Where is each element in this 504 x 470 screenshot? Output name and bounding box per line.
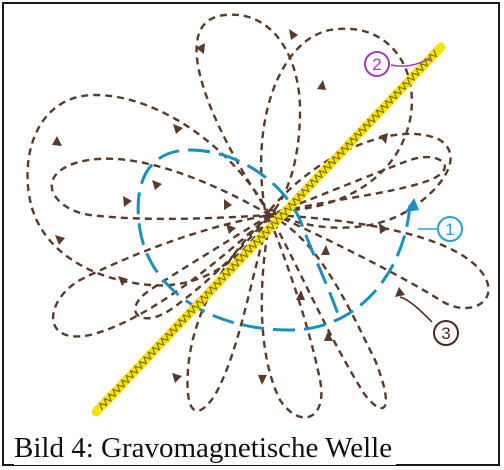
arrow-10 [226, 224, 236, 234]
arrow-19 [123, 196, 132, 207]
arrow-14 [395, 287, 405, 297]
arrow-3 [173, 124, 183, 134]
brown-arrowheads [52, 29, 405, 385]
arrow-18 [296, 290, 305, 300]
marker-1-circle [437, 216, 463, 242]
arrow-8 [152, 180, 162, 190]
marker-2-leader [390, 57, 431, 67]
brown-loop-3 [195, 13, 302, 216]
figure-frame [2, 2, 500, 466]
arrow-11 [118, 276, 128, 286]
arrow-13 [379, 223, 388, 234]
blue-loop-path [136, 148, 412, 332]
brown-loop-11 [133, 213, 271, 320]
arrow-17 [258, 375, 267, 385]
brown-loop-8 [186, 214, 272, 412]
arrow-4 [317, 80, 326, 90]
beam-wave-line [98, 49, 438, 411]
marker-3-label: 3 [441, 324, 450, 343]
brown-loop-6 [268, 213, 388, 410]
marker-2-circle [364, 51, 390, 77]
arrow-16 [172, 373, 182, 383]
wave-beam [91, 42, 446, 417]
arrow-2 [196, 43, 205, 54]
marker-2-label: 2 [372, 55, 381, 74]
marker-2: 2 [364, 51, 431, 77]
marker-3: 3 [399, 296, 459, 346]
marker-1: 1 [418, 216, 463, 242]
brown-loop-2 [259, 27, 414, 212]
marker-3-leader [399, 296, 433, 323]
marker-3-circle [433, 320, 459, 346]
brown-loop-7 [260, 219, 323, 419]
arrow-7 [55, 235, 65, 245]
marker-1-label: 1 [445, 220, 454, 239]
arrow-6 [52, 136, 62, 146]
figure-caption: Bild 4: Gravomagnetische Welle [14, 432, 397, 465]
blue-arrowhead [405, 198, 419, 212]
brown-loop-12 [269, 155, 446, 217]
arrow-9 [224, 199, 232, 210]
arrow-5 [379, 133, 388, 144]
brown-loop-10 [50, 157, 271, 221]
blue-field-loop [136, 148, 412, 332]
brown-loop-9 [51, 213, 271, 338]
arrow-12 [321, 245, 330, 255]
arrow-15 [324, 331, 333, 341]
arrow-1 [289, 29, 298, 40]
